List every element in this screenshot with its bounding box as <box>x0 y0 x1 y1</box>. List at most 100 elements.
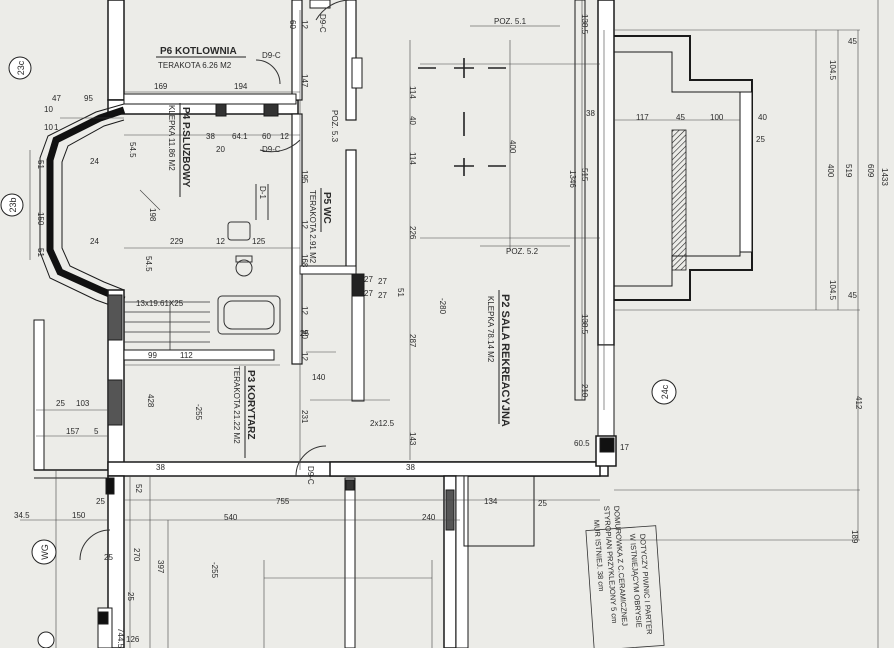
fixtures <box>79 0 351 561</box>
marker-stairs: 13x19.61X25 <box>136 299 184 308</box>
block-g <box>463 475 535 547</box>
axis-label-23c: 23c <box>16 60 26 75</box>
dimension-label: 138.5 <box>580 314 589 335</box>
room-p3-name: P3 KORYTARZ <box>245 370 256 439</box>
room-p2-name: P2 SALA REKREACYJNA <box>499 294 511 427</box>
dimension-label: 27 <box>378 277 387 286</box>
marker-d9c-top: D9-C <box>318 14 327 33</box>
wall-p6-left <box>107 0 125 101</box>
dimension-label: 112 <box>180 351 193 360</box>
dimension-label: 45 <box>848 37 857 46</box>
dimension-label: 54.5 <box>144 256 153 272</box>
dimension-label: 138.5 <box>580 14 589 35</box>
dimension-label: 519 <box>844 164 853 178</box>
dimension-label: 125 <box>252 237 266 246</box>
stairs <box>124 301 210 350</box>
dimension-label: 52 <box>134 484 143 493</box>
dimension-label: 25 <box>538 499 547 508</box>
dimension-label: 24 <box>90 157 99 166</box>
room-p2-floor: KLEPKA 78.14 M2 <box>486 296 495 363</box>
pillar-1 <box>351 273 365 297</box>
dimension-label: 38 <box>156 463 165 472</box>
dimension-label: 168 <box>300 254 309 268</box>
dimension-label: 104.5 <box>828 280 837 301</box>
block-c <box>263 103 279 117</box>
sink <box>227 221 251 241</box>
dimension-label: 99 <box>148 351 157 360</box>
dimension-label: 150 <box>72 511 86 520</box>
toilet <box>235 259 253 277</box>
markers: POZ. 5.1 POZ. 5.2 POZ. 5.3 D9-C D9-C D9-… <box>136 14 570 579</box>
marker-level-255a: -255 <box>194 404 203 421</box>
dimension-label: 51 <box>36 248 45 257</box>
dimension-label: 25 <box>300 329 309 338</box>
dimension-label: 744.5 <box>116 628 125 648</box>
dimension-label: 12 <box>300 306 309 315</box>
dimension-label: 195 <box>300 170 309 184</box>
room-p5-floor: TERAKOTA 2.91 M2 <box>308 190 317 264</box>
wall-lower-left <box>107 475 125 648</box>
door-arc-p6 <box>255 59 281 85</box>
dimension-label: 114 <box>408 86 417 99</box>
dimension-label: 20 <box>216 145 225 154</box>
dimension-label: 12 <box>300 20 309 29</box>
dimension-label: 134 <box>484 497 498 506</box>
dimension-lines <box>20 0 879 648</box>
wall-bottom-seg <box>329 461 601 477</box>
dimension-label: 25 <box>96 497 105 506</box>
dimension-label: 143 <box>408 432 417 446</box>
dimension-label: 27 <box>364 275 373 284</box>
dimension-label: 428 <box>146 394 155 408</box>
pillar-2 <box>351 295 365 402</box>
room-p4: P4 P.SLUZBOWY KLEPKA 11.86 M2 <box>167 103 191 197</box>
wall-left-hatch <box>107 294 123 341</box>
axis-label-24c: 24c <box>660 384 670 399</box>
dimension-label: 104.5 <box>828 60 837 81</box>
wall-top-mid <box>574 0 586 401</box>
dimension-label: 210 <box>580 384 589 398</box>
wall-top-small <box>309 0 331 9</box>
dimension-label: 1346 <box>568 170 577 188</box>
marker-d9c-p6: D9-C <box>262 51 281 60</box>
axis-markers: 23c 23b 24c WG <box>0 56 677 648</box>
wall-p6-right <box>291 0 303 101</box>
note-box: DOTYCZY PIWNIC I PARTER W ISTNIEJĄCYM OB… <box>585 506 665 648</box>
dimension-label: 10 <box>44 123 53 132</box>
axis-circle-bottom <box>37 631 55 648</box>
dimension-label: 47 <box>52 94 61 103</box>
wall-p6-bottom <box>123 93 297 105</box>
dimension-label: 54.5 <box>128 142 137 158</box>
dimension-label: 60 <box>262 132 271 141</box>
dimension-label: 12 <box>300 352 309 361</box>
wall-wc-right2 <box>345 149 357 271</box>
dimension-label: 38 <box>586 109 595 118</box>
bay-window-inner <box>61 119 125 291</box>
dimension-label: 90 <box>300 330 309 339</box>
room-p5: P5 WC TERAKOTA 2.91 M2 <box>308 188 332 264</box>
dimension-label: 150 <box>36 212 45 226</box>
dimension-label: 40 <box>758 113 767 122</box>
right-wing-hatch <box>671 129 687 271</box>
marker-level-280: -280 <box>438 298 447 315</box>
dimension-label: 226 <box>408 226 417 240</box>
room-p6-floor: TERAKOTA 6.26 M2 <box>158 61 232 70</box>
dimension-label: 27 <box>364 289 373 298</box>
door-arc-wg <box>79 529 111 561</box>
room-p6: P6 KOTLOWNIA TERAKOTA 6.26 M2 <box>156 46 246 70</box>
axis-circle-24c <box>651 379 677 405</box>
room-p3: P3 KORYTARZ TERAKOTA 21.22 M2 <box>232 366 256 458</box>
pillar-lower <box>344 477 356 648</box>
dimension-label: 229 <box>170 237 184 246</box>
dimension-label: 60 <box>288 20 297 29</box>
dimension-label: 64.1 <box>232 132 248 141</box>
room-p3-floor: TERAKOTA 21.22 M2 <box>232 366 241 444</box>
dimension-label: 38 <box>206 132 215 141</box>
wall-left-hatch2 <box>107 379 123 426</box>
wall-p3-top <box>123 349 275 361</box>
dimension-label: 45 <box>848 291 857 300</box>
dimension-label: 231 <box>300 410 309 424</box>
door-arc-top <box>315 0 351 21</box>
dimension-label: 412 <box>854 396 863 410</box>
dimension-label: 540 <box>224 513 238 522</box>
